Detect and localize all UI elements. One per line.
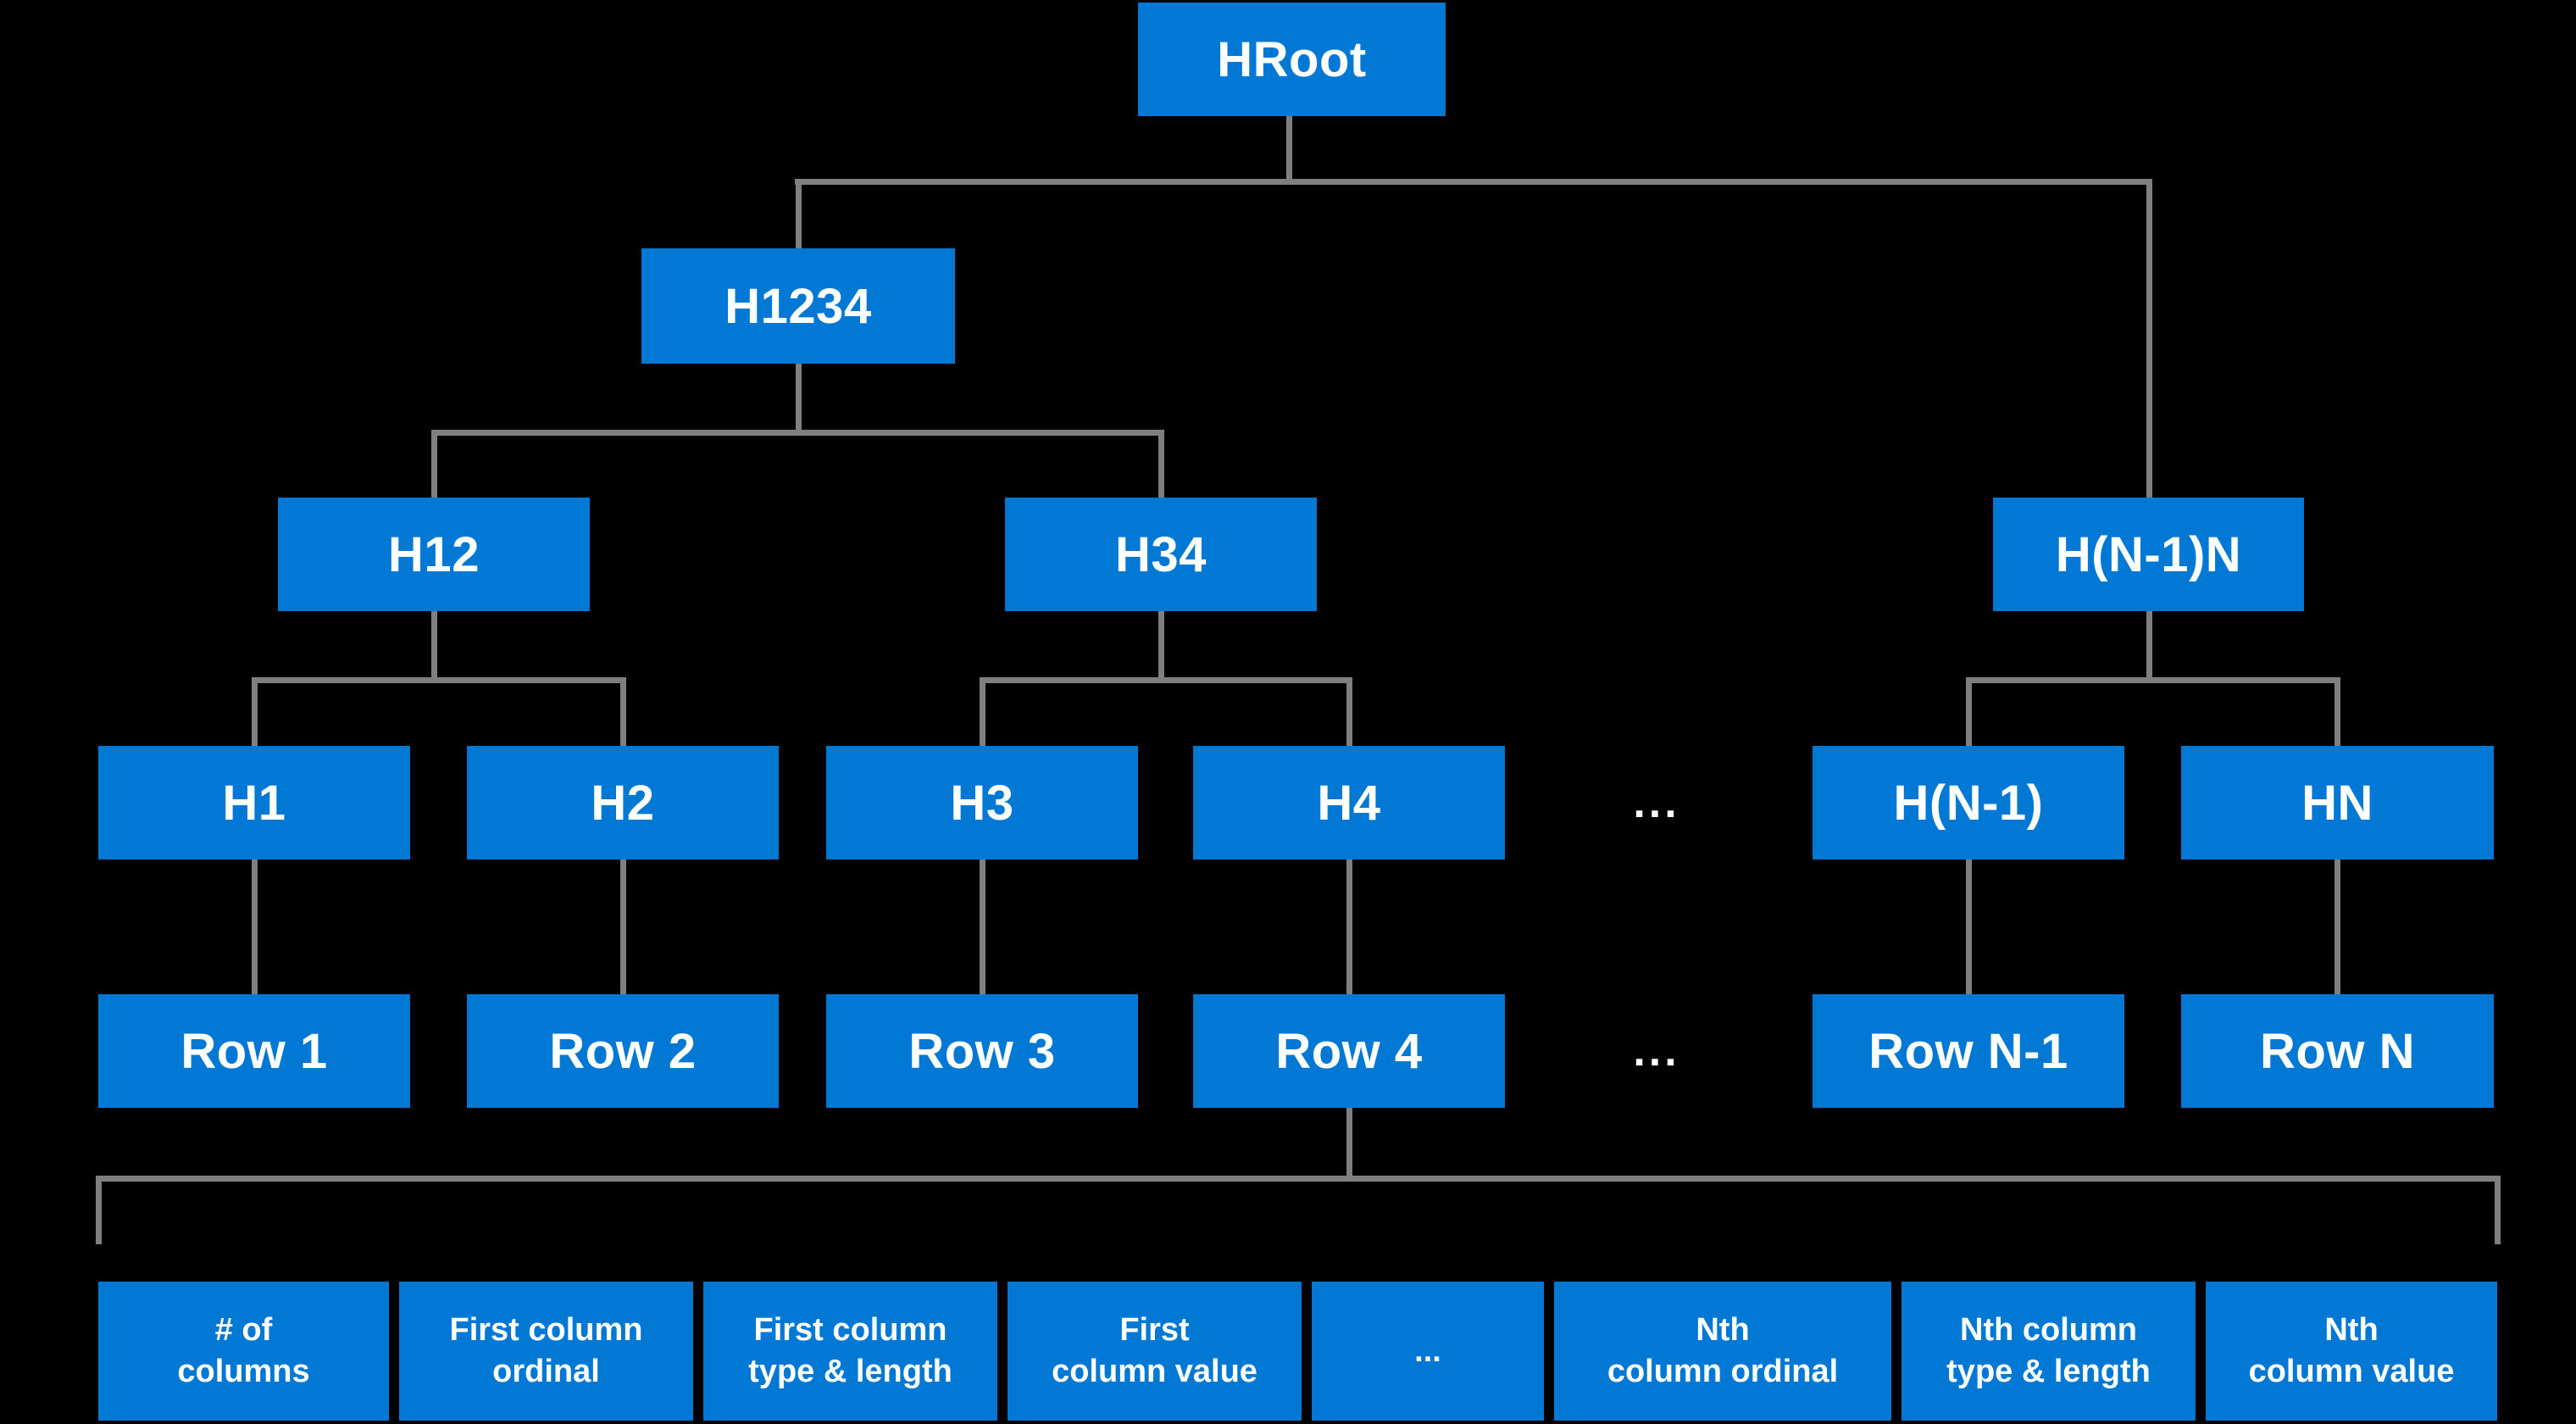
connector-h1234-trunk [796, 362, 802, 436]
tree-node-hn: HN [2181, 746, 2494, 859]
connector-root-trunk [1286, 114, 1292, 183]
row-field-line: type & length [1946, 1354, 2151, 1389]
tree-node-h4: H4 [1193, 746, 1505, 859]
row-field-cell-ellipsis: ... [1312, 1282, 1544, 1421]
connector-hn1-rowN1 [1966, 858, 1972, 998]
row-field-line: First column [449, 1312, 643, 1348]
tree-node-row1: Row 1 [98, 994, 410, 1108]
row-field-line: type & length [748, 1354, 952, 1389]
row-field-line: Nth column [1960, 1312, 2137, 1348]
tree-node-h1234: H1234 [641, 248, 955, 364]
row-field-line: column value [2248, 1354, 2455, 1389]
connector-h2-drop [620, 677, 626, 749]
tree-node-h12: H12 [278, 498, 590, 611]
connector-h12-trunk [431, 609, 437, 683]
connector-h12-drop [431, 430, 437, 501]
connector-rowfields-right-drop [2495, 1176, 2501, 1244]
connector-level1-bar [795, 179, 2152, 185]
connector-h4-drop [1346, 677, 1352, 749]
connector-rowfields-bar [96, 1176, 2501, 1182]
connector-hn1n-split-bar [1966, 677, 2340, 683]
row-field-line: First [1119, 1312, 1190, 1348]
connector-hn1-drop [1966, 677, 1972, 749]
connector-h12-split-bar [252, 677, 626, 683]
connector-h1-drop [252, 677, 258, 749]
connector-level2-bar [431, 430, 1164, 436]
tree-node-hn1n: H(N-1)N [1993, 498, 2304, 611]
row-field-line: First column [753, 1312, 947, 1348]
row-field-cell-nth-ordinal: Nth column ordinal [1554, 1282, 1891, 1421]
row-field-line: Nth [1696, 1312, 1750, 1348]
connector-h4-row4 [1346, 858, 1352, 998]
tree-node-row3: Row 3 [826, 994, 1138, 1108]
row-field-line: column ordinal [1607, 1354, 1839, 1389]
tree-node-hroot: HRoot [1138, 3, 1446, 116]
connector-row4-trunk [1346, 1106, 1352, 1179]
tree-node-rowN1: Row N-1 [1813, 994, 2124, 1108]
connector-h1234-drop [796, 179, 802, 252]
connector-hn-rowN [2334, 858, 2340, 998]
row-field-line: column value [1052, 1354, 1257, 1389]
tree-node-row4: Row 4 [1193, 994, 1505, 1108]
row-field-cell-first-type-length: First column type & length [703, 1282, 997, 1421]
row-field-line: # of [214, 1312, 273, 1348]
tree-node-row2: Row 2 [467, 994, 779, 1108]
tree-node-hn1: H(N-1) [1813, 746, 2124, 859]
tree-node-h3: H3 [826, 746, 1138, 859]
tree-node-h1: H1 [98, 746, 410, 859]
row-field-line: Nth [2324, 1312, 2379, 1348]
row-field-cell-first-value: First column value [1008, 1282, 1302, 1421]
connector-h1-row1 [252, 858, 258, 998]
connector-rowfields-left-drop [96, 1176, 102, 1244]
row-field-cell-num-columns: # of columns [98, 1282, 389, 1421]
row-field-cell-nth-value: Nth column value [2206, 1282, 2497, 1421]
level4-ellipsis: ... [1633, 778, 1680, 827]
connector-h3-drop [980, 677, 985, 749]
tree-node-h2: H2 [467, 746, 779, 859]
connector-h34-trunk [1158, 609, 1164, 683]
connector-h2-row2 [620, 858, 626, 998]
row-field-line: columns [177, 1354, 310, 1389]
connector-hn-drop [2334, 677, 2340, 749]
connector-hn1n-drop [2146, 179, 2152, 501]
row-field-cell-nth-type-length: Nth column type & length [1901, 1282, 2196, 1421]
connector-h3-row3 [980, 858, 985, 998]
row-field-line: ... [1414, 1332, 1441, 1369]
tree-node-h34: H34 [1005, 498, 1317, 611]
row-field-line: ordinal [492, 1354, 600, 1389]
connector-h34-split-bar [980, 677, 1352, 683]
row-field-cell-first-ordinal: First column ordinal [399, 1282, 693, 1421]
connector-h34-drop [1158, 430, 1164, 501]
connector-hn1n-trunk [2146, 609, 2152, 683]
tree-node-rowN: Row N [2181, 994, 2494, 1108]
rows-ellipsis: ... [1633, 1026, 1680, 1076]
